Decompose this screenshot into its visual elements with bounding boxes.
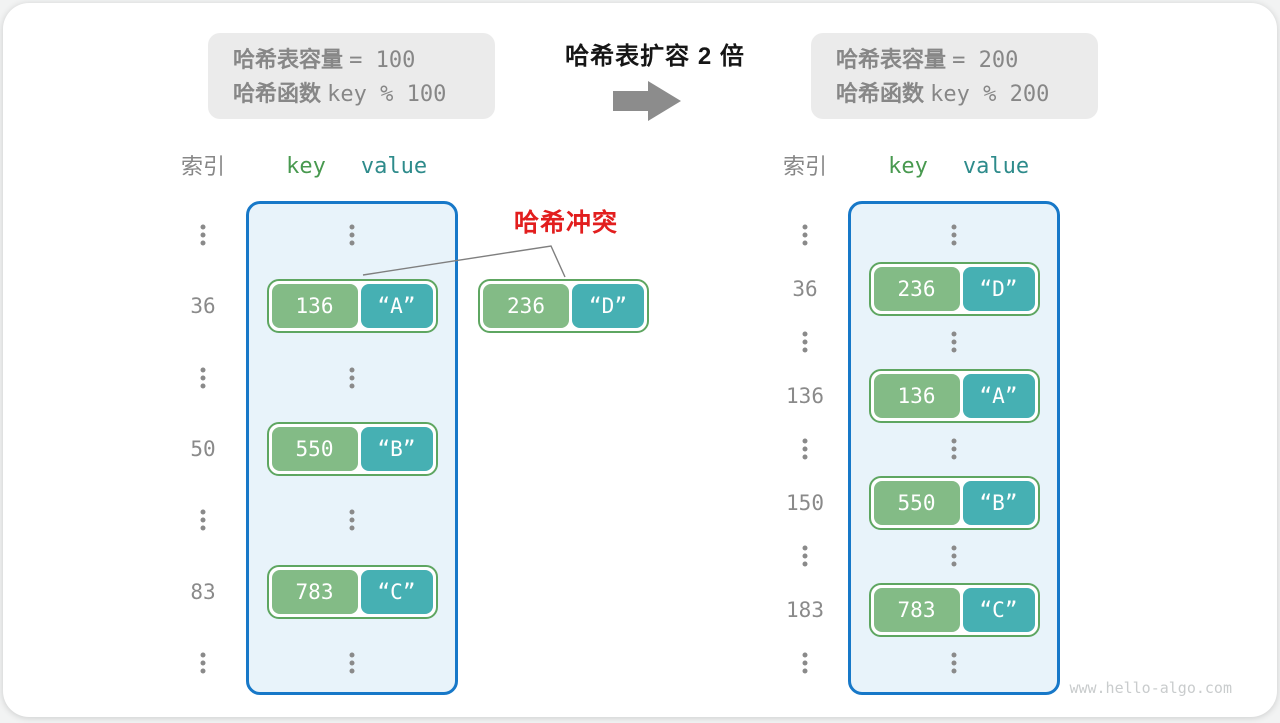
ellipsis-dots (802, 224, 808, 246)
key-cell: 136 (271, 284, 358, 329)
ellipsis-dots (200, 224, 206, 246)
ellipsis-dots (951, 545, 957, 567)
value-column-header: value (962, 154, 1030, 179)
key-value-pair: 550“B” (868, 475, 1040, 530)
key-value-pair: 136“A” (266, 279, 438, 334)
index-label: 150 (786, 490, 824, 515)
key-value-pair: 550“B” (266, 422, 438, 476)
ellipsis-dots (802, 331, 808, 353)
ellipsis-dots (951, 438, 957, 460)
index-column-header: 索引 (782, 154, 828, 179)
index-label: 50 (190, 437, 216, 461)
key-cell: 236 (873, 266, 960, 311)
hash-function-line: 哈希函数 key % 100 (233, 81, 447, 107)
index-label: 36 (190, 294, 216, 319)
ellipsis-dots (802, 545, 808, 567)
ellipsis-dots (349, 509, 355, 531)
index-label: 83 (190, 579, 216, 604)
value-cell: “D” (962, 266, 1035, 311)
key-cell: 783 (873, 587, 960, 632)
watermark: www.hello-algo.com (1069, 679, 1232, 697)
index-label: 136 (786, 383, 824, 408)
ellipsis-dots (349, 224, 355, 246)
index-label: 183 (786, 597, 824, 622)
ellipsis-dots (802, 438, 808, 460)
value-cell: “C” (360, 569, 433, 614)
key-cell: 783 (271, 569, 358, 614)
value-cell: “B” (962, 480, 1035, 525)
key-cell: 550 (873, 480, 960, 525)
value-cell: “A” (360, 284, 433, 329)
capacity-line: 哈希表容量 = 200 (836, 47, 1019, 73)
index-label: 36 (792, 276, 818, 301)
ellipsis-dots (200, 652, 206, 674)
key-cell: 236 (483, 284, 569, 328)
value-cell: “D” (572, 284, 644, 328)
collision-label: 哈希冲突 (513, 209, 619, 237)
key-value-pair: 783“C” (868, 582, 1040, 637)
expand-arrow-icon (613, 81, 681, 121)
key-value-pair: 236“D” (868, 261, 1040, 316)
key-value-pair: 236“D” (478, 279, 649, 333)
ellipsis-dots (951, 652, 957, 674)
key-value-pair: 136“A” (868, 368, 1040, 423)
value-cell: “A” (962, 373, 1035, 418)
value-column-header: value (360, 154, 428, 179)
diagram-card: 哈希表容量 = 100 哈希函数 key % 100 哈希表扩容 2 倍 哈希表… (3, 3, 1277, 717)
key-value-pair: 783“C” (266, 564, 438, 619)
index-column-header: 索引 (180, 154, 226, 179)
key-column-header: key (888, 154, 928, 179)
ellipsis-dots (802, 652, 808, 674)
value-cell: “B” (360, 427, 433, 471)
key-column-header: key (286, 154, 326, 179)
ellipsis-dots (951, 331, 957, 353)
ellipsis-dots (951, 224, 957, 246)
expand-title: 哈希表扩容 2 倍 (565, 43, 745, 70)
ellipsis-dots (200, 509, 206, 531)
ellipsis-dots (349, 652, 355, 674)
capacity-line: 哈希表容量 = 100 (233, 47, 416, 73)
info-box-after: 哈希表容量 = 200 哈希函数 key % 200 (811, 33, 1098, 119)
value-cell: “C” (962, 587, 1035, 632)
key-cell: 550 (271, 427, 358, 471)
info-box-before: 哈希表容量 = 100 哈希函数 key % 100 (208, 33, 495, 119)
ellipsis-dots (200, 367, 206, 389)
hash-function-line: 哈希函数 key % 200 (836, 81, 1050, 107)
ellipsis-dots (349, 367, 355, 389)
key-cell: 136 (873, 373, 960, 418)
